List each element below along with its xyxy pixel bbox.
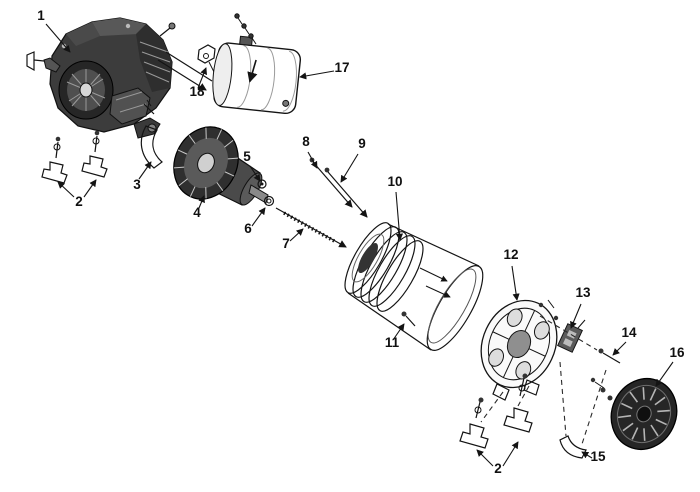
mount-feet-left <box>41 130 108 184</box>
fuel-tank <box>212 35 302 115</box>
callout-label-16: 16 <box>669 345 685 360</box>
callout-label-2-left: 2 <box>75 194 83 209</box>
callout-label-8: 8 <box>302 134 310 149</box>
engine-assembly <box>26 17 176 139</box>
rear-bracket <box>480 299 559 401</box>
callout-label-17: 17 <box>334 60 349 75</box>
through-bolt-a <box>309 157 353 208</box>
stator-housing <box>344 222 484 351</box>
callout-labels: 1 2 3 4 5 6 7 8 9 10 11 12 13 14 15 16 1… <box>37 8 685 476</box>
tank-fasteners <box>234 13 257 45</box>
callout-label-10: 10 <box>387 174 402 189</box>
alignment-dashed-lines <box>480 315 607 445</box>
callout-label-15: 15 <box>590 449 606 464</box>
rotor-shaft <box>248 184 269 204</box>
cable-clamp <box>559 435 587 459</box>
rotor-fan-assembly <box>173 126 269 206</box>
vent-slots <box>618 387 670 441</box>
filler-cap <box>239 35 253 47</box>
end-cover <box>600 378 678 450</box>
air-filter-box <box>109 87 151 125</box>
callout-label-11: 11 <box>385 335 400 350</box>
brush-holder <box>557 319 586 353</box>
through-bolt-b <box>324 167 368 218</box>
spark-plug <box>168 22 176 30</box>
callout-label-3: 3 <box>133 177 141 192</box>
callout-label-6: 6 <box>244 221 252 236</box>
threaded-stud <box>275 207 347 248</box>
callout-label-9: 9 <box>358 136 366 151</box>
housing-screw <box>401 311 416 327</box>
tank-support-rods <box>157 51 213 91</box>
callout-label-7: 7 <box>282 236 290 251</box>
drain-arrow <box>247 59 258 83</box>
callout-label-14: 14 <box>621 325 637 340</box>
callout-label-13: 13 <box>575 285 591 300</box>
callout-label-18: 18 <box>189 84 205 99</box>
callout-label-2-right: 2 <box>494 461 502 476</box>
mount-feet-right <box>459 373 533 449</box>
callout-label-5: 5 <box>243 149 251 164</box>
support-bracket <box>140 125 163 169</box>
cover-bolt <box>590 348 621 389</box>
callout-label-1: 1 <box>37 8 45 23</box>
engine-bolt <box>143 99 155 115</box>
washer <box>257 179 267 189</box>
assembly-direction-arrows <box>419 267 451 298</box>
rotor-bore <box>358 242 378 274</box>
callout-label-4: 4 <box>193 205 201 220</box>
fan-blades <box>173 127 239 199</box>
cylinder-fins <box>139 41 171 83</box>
leader-lines <box>45 23 674 467</box>
callout-label-12: 12 <box>503 247 518 262</box>
nut <box>263 195 275 207</box>
starter-grip <box>43 57 61 73</box>
